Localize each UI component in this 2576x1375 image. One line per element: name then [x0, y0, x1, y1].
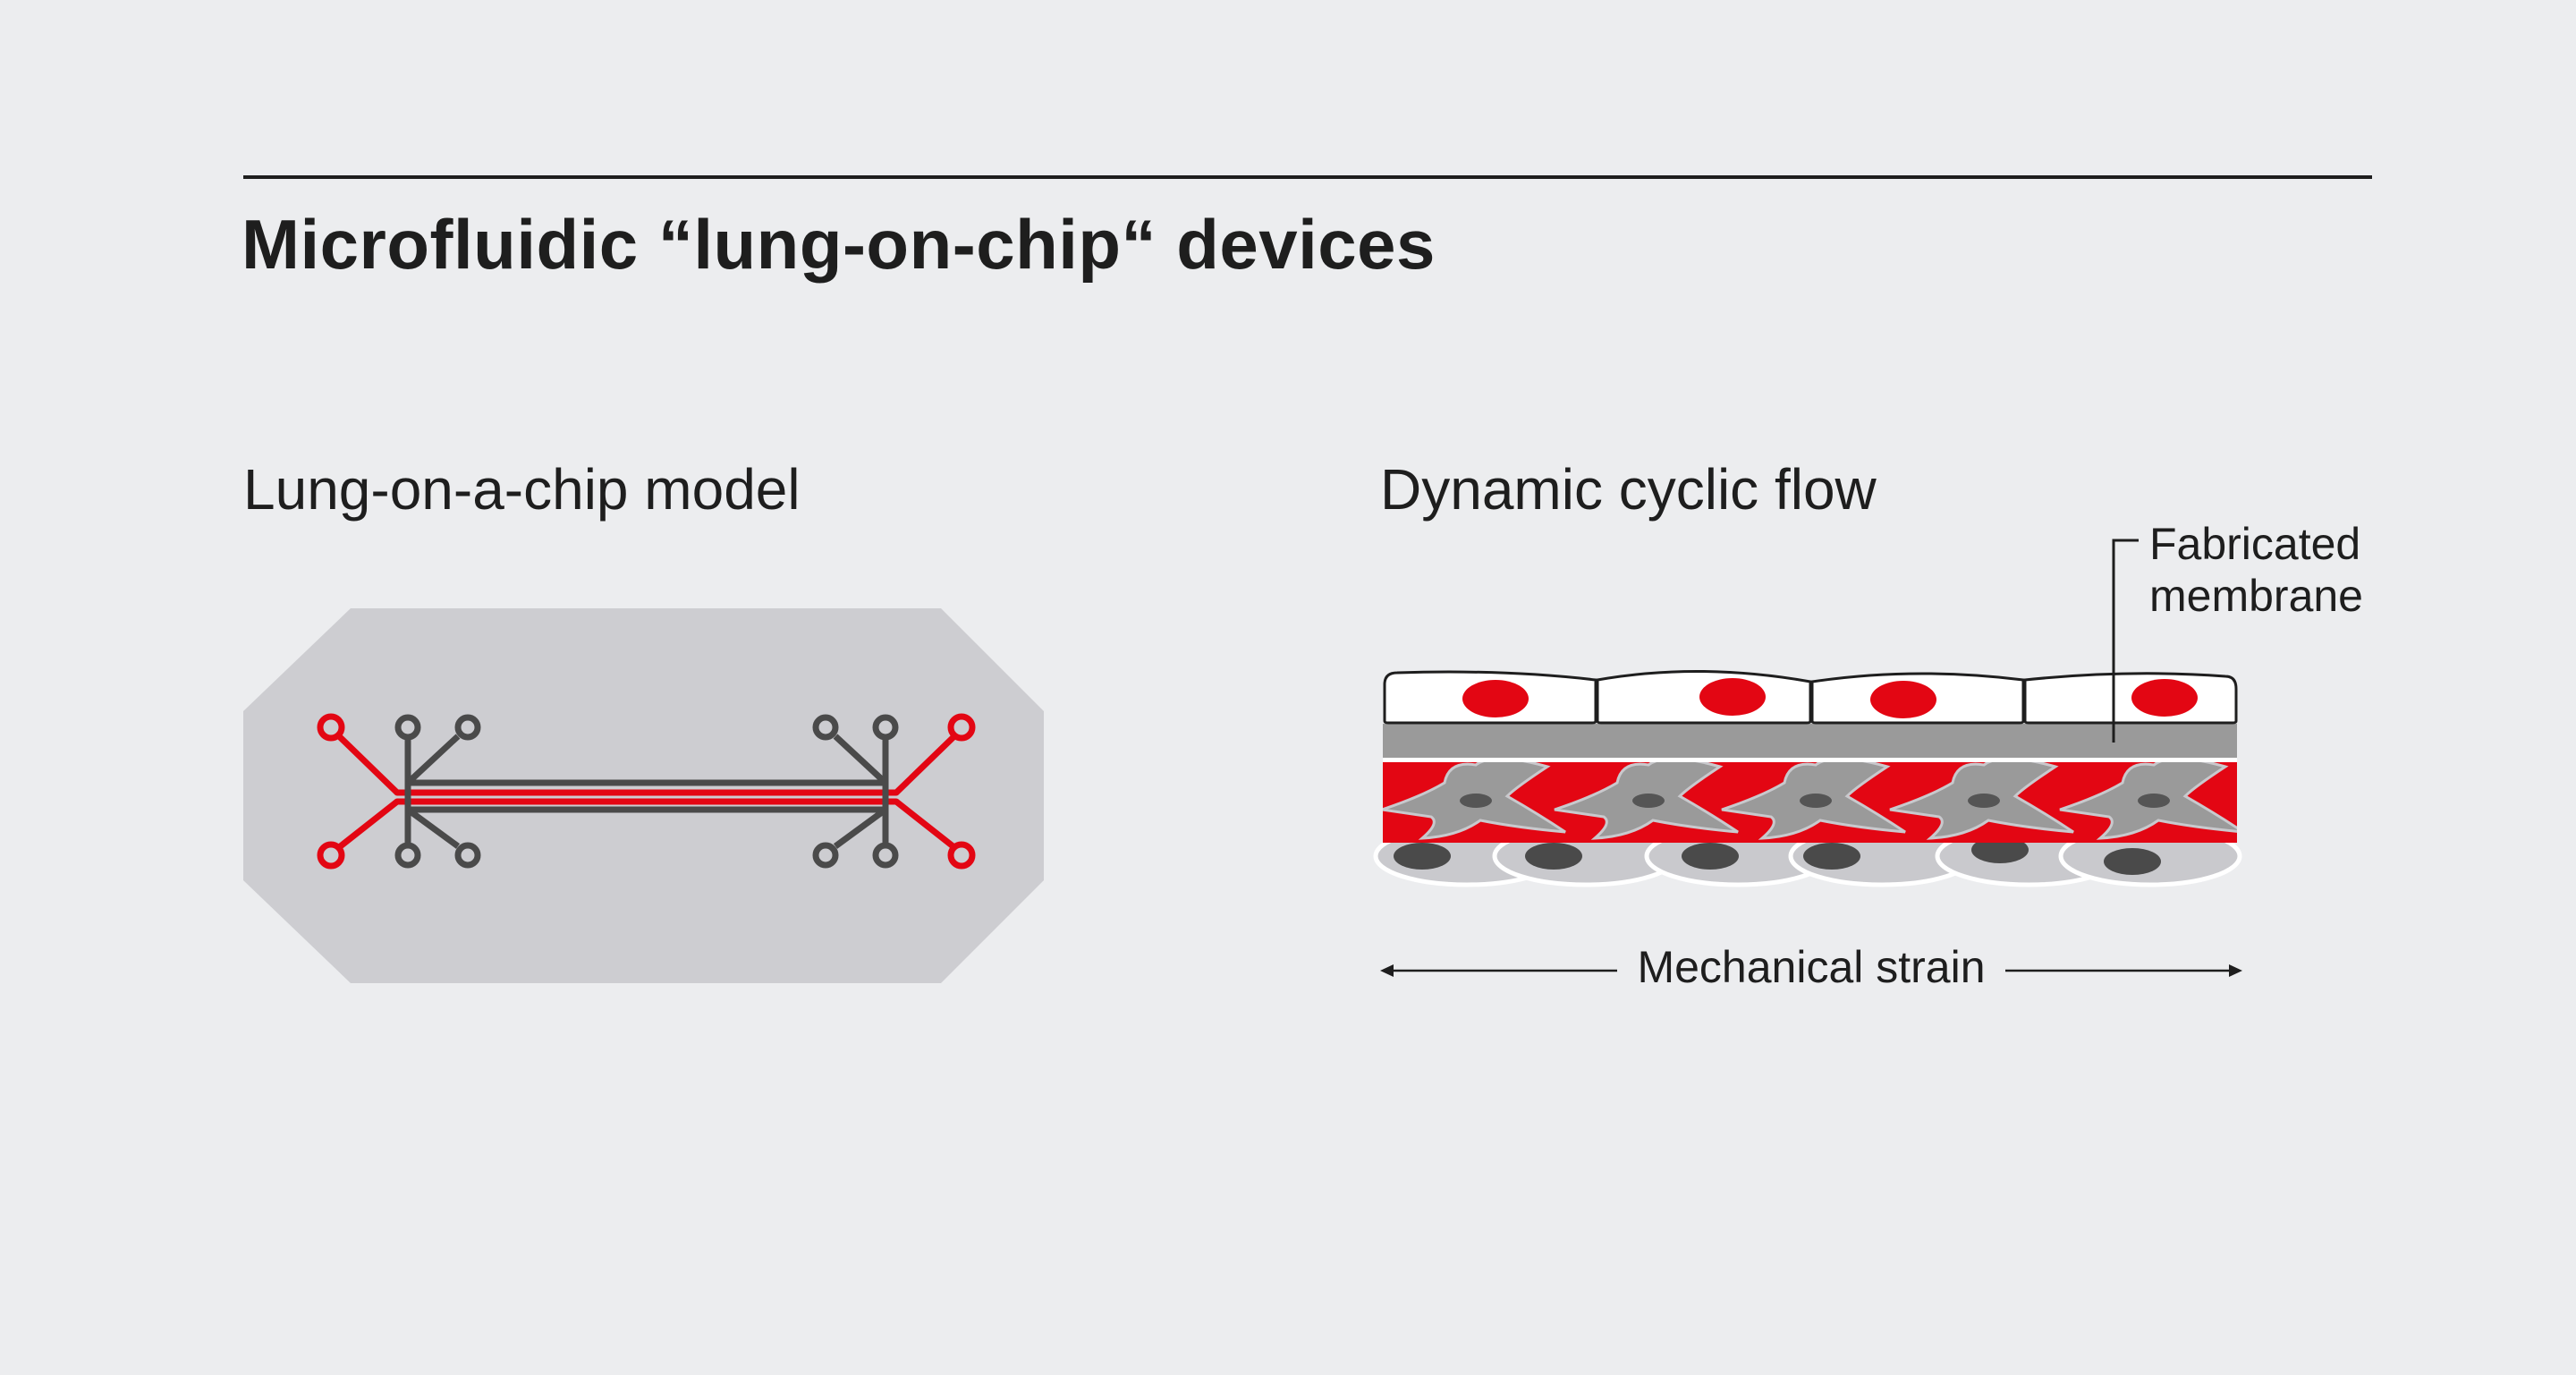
port-dark-bottom-right-a	[812, 842, 839, 869]
endothelial-nuclei	[1394, 836, 2161, 875]
cyclic-flow-heading: Dynamic cyclic flow	[1380, 457, 1877, 522]
port-dark-top-left-a	[394, 714, 421, 741]
membrane-label-line1: Fabricated	[2149, 519, 2360, 569]
port-red-top-left	[317, 713, 345, 742]
fibroblast-cell	[1721, 760, 1906, 840]
separator-line	[1383, 756, 2237, 762]
strain-arrow-right	[2005, 964, 2242, 977]
port-dark-top-left-b	[454, 714, 481, 741]
page-title: Microfluidic “lung-on-chip“ devices	[242, 205, 1436, 284]
chip-model-heading: Lung-on-a-chip model	[243, 457, 801, 522]
fibroblast-cell	[1383, 760, 1566, 840]
strain-label: Mechanical strain	[1637, 942, 1985, 992]
port-dark-bottom-right-b	[872, 842, 899, 869]
port-red-bottom-left	[317, 841, 345, 870]
fibroblast-cell	[1554, 760, 1739, 840]
port-red-top-right	[947, 713, 976, 742]
port-dark-top-right-b	[872, 714, 899, 741]
port-dark-bottom-left-b	[454, 842, 481, 869]
right-dark-ports	[812, 714, 899, 869]
epithelial-nuclei	[1462, 678, 2198, 718]
fabricated-membrane	[1383, 724, 2237, 758]
left-dark-ports	[394, 714, 481, 869]
epithelial-cell	[2023, 672, 2238, 725]
port-dark-bottom-left-a	[394, 842, 421, 869]
left-red-ports	[317, 713, 400, 870]
membrane-label-line2: membrane	[2149, 571, 2363, 621]
strain-arrow-left	[1380, 964, 1617, 977]
port-dark-top-right-a	[812, 714, 839, 741]
central-channels	[394, 779, 900, 813]
fibroblast-cell	[1889, 760, 2074, 840]
right-red-ports	[894, 713, 976, 870]
port-red-bottom-right	[947, 841, 976, 870]
arrow-right-icon	[2229, 964, 2242, 977]
arrow-left-icon	[1380, 964, 1394, 977]
membrane-leader-line	[2112, 539, 2139, 743]
title-rule	[243, 175, 2372, 179]
fibroblast-cells	[1383, 760, 2237, 840]
fibroblast-cell	[2059, 760, 2237, 840]
